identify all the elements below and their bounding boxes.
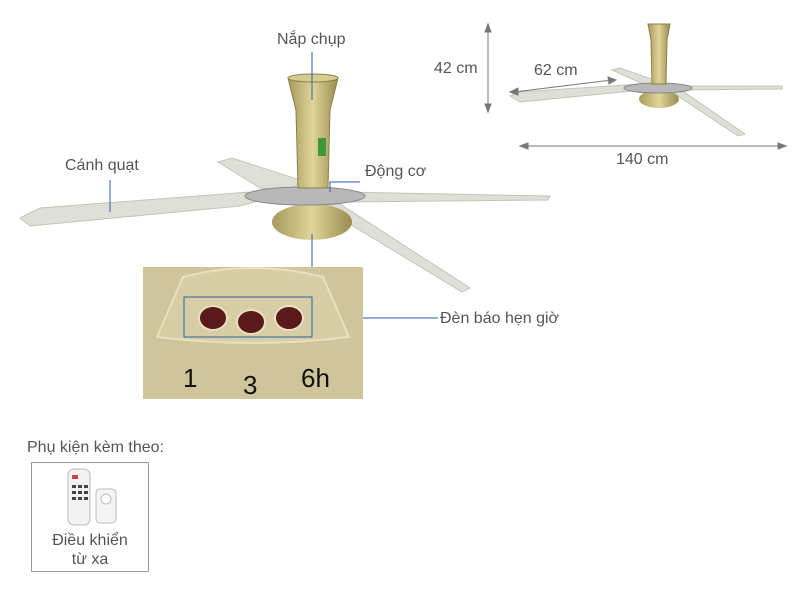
timer-option-1: 1 bbox=[183, 363, 198, 393]
label-cap: Nắp chụp bbox=[277, 31, 346, 48]
accessory-remote-card: Điều khiển từ xa bbox=[31, 462, 149, 572]
label-motor: Động cơ bbox=[365, 163, 427, 180]
timer-option-6h: 6h bbox=[301, 363, 330, 393]
timer-option-3: 3 bbox=[243, 370, 258, 399]
timer-light-2 bbox=[236, 309, 266, 335]
fan-blade-back bbox=[216, 157, 301, 193]
dimension-lines bbox=[484, 22, 788, 150]
dim-blade-length: 62 cm bbox=[534, 62, 578, 79]
fan-blade-front bbox=[318, 203, 472, 293]
dim-height: 42 cm bbox=[434, 60, 478, 77]
fan-bowl bbox=[272, 204, 352, 240]
timer-light-3 bbox=[274, 305, 304, 331]
remote-control-icon bbox=[67, 468, 117, 526]
accessories-heading: Phụ kiện kèm theo: bbox=[27, 439, 164, 456]
fan-blade-right bbox=[339, 191, 551, 203]
timer-panel: 1 3 6h bbox=[143, 267, 363, 399]
motor-hub bbox=[244, 186, 366, 206]
dim-fan-blade-left bbox=[508, 83, 643, 103]
dim-fan-blade-front bbox=[670, 91, 747, 137]
timer-light-1 bbox=[198, 305, 228, 331]
fan-blade-left bbox=[19, 191, 264, 227]
label-timer-lights: Đèn báo hẹn giờ bbox=[440, 310, 560, 327]
fan-cap bbox=[287, 77, 339, 189]
dim-fan-blade-right bbox=[679, 85, 783, 91]
accessory-remote-label: Điều khiển từ xa bbox=[52, 532, 128, 568]
dim-diameter: 140 cm bbox=[616, 151, 669, 168]
label-blade: Cánh quạt bbox=[65, 157, 139, 174]
